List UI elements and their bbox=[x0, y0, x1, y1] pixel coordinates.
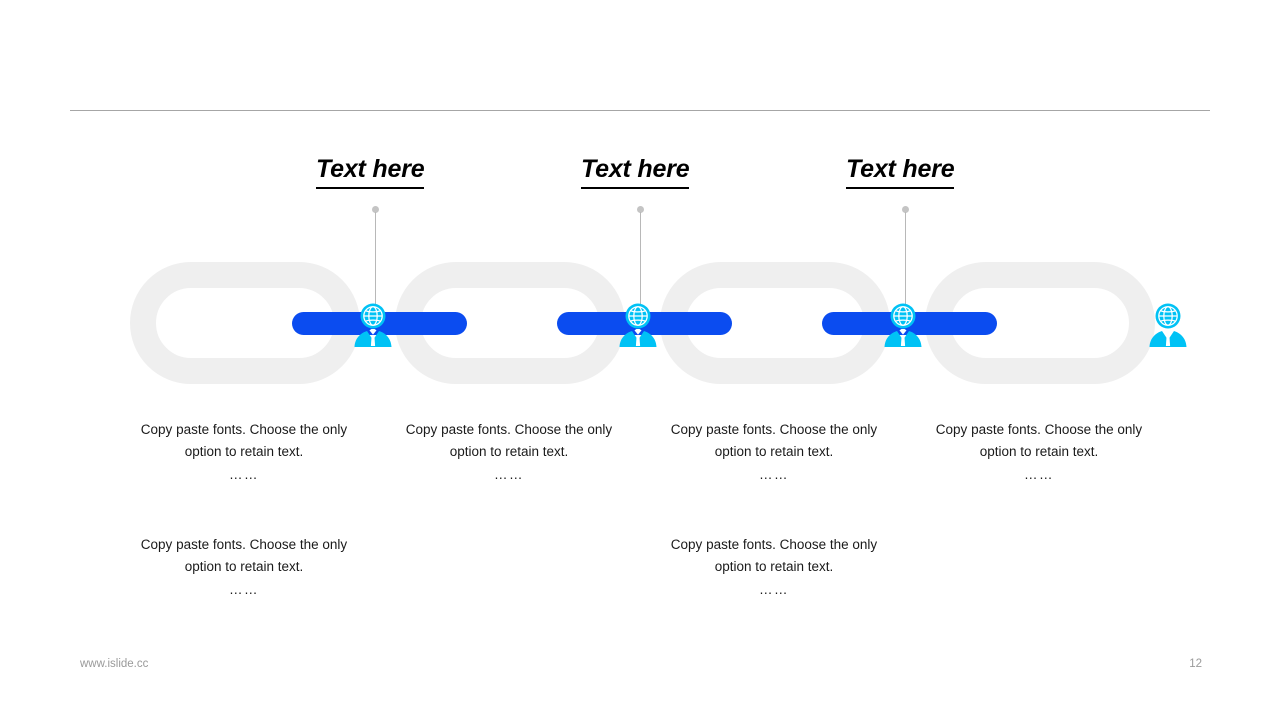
text-block-ellipsis: …… bbox=[229, 467, 259, 482]
chain-graphic bbox=[130, 262, 1187, 384]
text-block-body: Copy paste fonts. Choose the only option… bbox=[140, 537, 348, 574]
page-number: 12 bbox=[1189, 658, 1202, 670]
top-divider bbox=[70, 110, 1210, 111]
heading-text-here-1[interactable]: Text here bbox=[316, 155, 425, 189]
text-block-ellipsis: …… bbox=[1024, 467, 1054, 482]
text-block-body: Copy paste fonts. Choose the only option… bbox=[405, 422, 613, 459]
text-block-body: Copy paste fonts. Choose the only option… bbox=[935, 422, 1143, 459]
connector-dot-3 bbox=[902, 206, 909, 213]
text-block-ellipsis: …… bbox=[494, 467, 524, 482]
text-block-ellipsis: …… bbox=[759, 467, 789, 482]
text-block-r1c2[interactable]: Copy paste fonts. Choose the only option… bbox=[399, 419, 619, 487]
text-block-ellipsis: …… bbox=[759, 582, 789, 597]
connector-dot-2 bbox=[637, 206, 644, 213]
text-block-body: Copy paste fonts. Choose the only option… bbox=[670, 537, 878, 574]
text-block-body: Copy paste fonts. Choose the only option… bbox=[140, 422, 348, 459]
connector-line-1 bbox=[375, 212, 376, 325]
connector-dot-1 bbox=[372, 206, 379, 213]
businessperson-globe-icon-3 bbox=[884, 303, 922, 347]
text-block-r2c1[interactable]: Copy paste fonts. Choose the only option… bbox=[134, 534, 354, 602]
text-block-body: Copy paste fonts. Choose the only option… bbox=[670, 422, 878, 459]
businessperson-globe-icon-4 bbox=[1149, 303, 1187, 347]
businessperson-globe-icon-1 bbox=[354, 303, 392, 347]
text-block-ellipsis: …… bbox=[229, 582, 259, 597]
text-block-r1c3[interactable]: Copy paste fonts. Choose the only option… bbox=[664, 419, 884, 487]
text-block-r1c4[interactable]: Copy paste fonts. Choose the only option… bbox=[929, 419, 1149, 487]
connector-line-3 bbox=[905, 212, 906, 325]
footer-url[interactable]: www.islide.cc bbox=[80, 658, 149, 670]
heading-text-here-2[interactable]: Text here bbox=[581, 155, 690, 189]
text-block-r1c1[interactable]: Copy paste fonts. Choose the only option… bbox=[134, 419, 354, 487]
text-block-r2c3[interactable]: Copy paste fonts. Choose the only option… bbox=[664, 534, 884, 602]
businessperson-globe-icon-2 bbox=[619, 303, 657, 347]
heading-text-here-3[interactable]: Text here bbox=[846, 155, 955, 189]
connector-line-2 bbox=[640, 212, 641, 325]
